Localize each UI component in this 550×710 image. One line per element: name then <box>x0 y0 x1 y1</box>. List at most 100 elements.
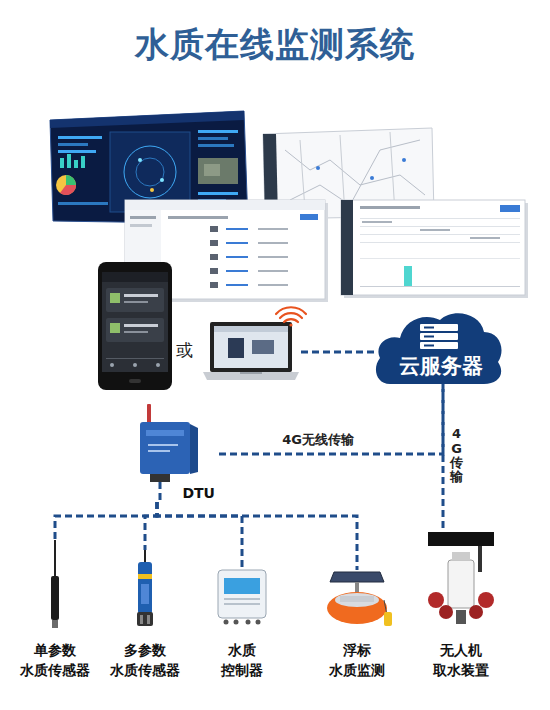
laptop <box>214 326 288 368</box>
list-screenshot <box>210 268 218 274</box>
list-screenshot <box>226 242 248 244</box>
dtu-device-art <box>146 430 184 436</box>
chart-screenshot <box>341 200 528 298</box>
list-screenshot <box>226 256 248 258</box>
multi-sensor-art <box>147 615 150 624</box>
controller-art <box>224 620 229 625</box>
controller-art <box>234 620 239 625</box>
phone <box>124 324 158 327</box>
drone-sampler-art <box>448 560 474 608</box>
map-screenshot <box>370 176 374 180</box>
device-label: DTU <box>129 484 219 502</box>
dashboard-screenshot <box>60 158 64 168</box>
dashboard-screenshot <box>198 137 228 140</box>
dashboard-screenshot <box>136 158 164 186</box>
drone-sampler-art <box>452 552 470 560</box>
chart-screenshot <box>420 229 450 231</box>
dashboard-screenshot <box>198 144 234 147</box>
multi-sensor-art <box>137 612 153 626</box>
drone-sampler-art <box>478 546 482 572</box>
list-screenshot <box>168 216 228 219</box>
chart-screenshot <box>360 286 520 287</box>
phone <box>110 323 120 333</box>
multi-sensor-art <box>141 584 149 604</box>
dashboard-screenshot <box>138 158 142 162</box>
diagram-title: 水质在线监测系统 <box>0 24 550 65</box>
single-sensor-art <box>54 540 56 576</box>
laptop <box>214 326 288 332</box>
phone <box>106 288 164 312</box>
controller-art <box>246 620 251 625</box>
list-screenshot <box>258 228 288 230</box>
dashboard-screenshot <box>58 202 108 205</box>
phone <box>110 363 114 367</box>
chart-screenshot <box>360 234 520 235</box>
dashboard-screenshot <box>160 178 164 182</box>
dashboard-screenshot <box>81 156 85 168</box>
dtu-device-art <box>147 404 151 424</box>
buoy-art <box>327 572 392 626</box>
device-caption: 浮标 水质监测 <box>316 640 398 680</box>
list-screenshot <box>130 216 156 219</box>
device-caption: 多参数 水质传感器 <box>97 640 193 680</box>
single-sensor-art <box>51 540 59 628</box>
drone-sampler-art <box>439 605 453 619</box>
server-icon <box>424 345 434 347</box>
dashboard-screenshot <box>60 185 76 195</box>
list-screenshot <box>258 256 288 258</box>
chart-screenshot <box>341 200 353 295</box>
sensor-multi: 多参数 水质传感器 <box>97 550 193 680</box>
link-label: 4G传输 <box>450 427 463 484</box>
buoy-art <box>330 572 384 582</box>
controller-art <box>256 620 261 625</box>
data-link <box>157 502 242 568</box>
list-screenshot <box>125 200 325 210</box>
list-screenshot <box>210 226 218 232</box>
phone <box>98 262 172 390</box>
multi-sensor-art <box>138 574 152 579</box>
list-screenshot <box>258 270 288 272</box>
list-screenshot <box>258 242 288 244</box>
buoy-art <box>384 612 392 626</box>
multi-sensor-art <box>137 550 153 626</box>
dashboard-screenshot <box>198 192 238 195</box>
network-link <box>301 351 376 354</box>
server-icon <box>424 336 434 338</box>
laptop <box>252 340 274 354</box>
chart-screenshot <box>360 226 520 227</box>
map-screenshot <box>285 150 425 195</box>
phone <box>110 293 120 303</box>
chart-screenshot <box>360 258 520 259</box>
chart-screenshot <box>360 218 520 219</box>
multi-sensor-art <box>144 550 146 562</box>
laptop <box>240 372 262 374</box>
laptop <box>203 372 299 380</box>
multi-sensor-art <box>140 615 143 624</box>
dtu-device: DTU <box>129 404 219 502</box>
sensor-single: 单参数 水质传感器 <box>4 540 106 680</box>
multi-sensor-art <box>138 562 152 614</box>
dtu-device-art <box>148 450 170 452</box>
phone <box>124 294 158 297</box>
list-screenshot <box>300 214 318 220</box>
wifi-symbol <box>276 307 306 314</box>
dashboard-screenshot <box>58 143 88 146</box>
link-label: 4G无线传输 <box>282 432 354 448</box>
drone-sampler-art <box>469 605 483 619</box>
server-icon <box>420 342 458 349</box>
drone-sampler-art <box>428 592 444 608</box>
device-caption: 无人机 取水装置 <box>416 640 506 680</box>
list-screenshot <box>226 284 248 286</box>
data-link <box>145 502 157 550</box>
dashboard-screenshot <box>124 146 176 198</box>
server-icon <box>420 324 458 331</box>
chart-screenshot <box>470 237 500 239</box>
single-sensor-art <box>51 576 59 620</box>
controller-art <box>224 598 260 600</box>
list-screenshot <box>210 282 218 288</box>
map-screenshot <box>290 140 420 205</box>
list-screenshot <box>226 228 248 230</box>
drone-sampler-art <box>428 532 494 546</box>
chart-screenshot <box>360 242 520 243</box>
laptop <box>210 322 292 372</box>
